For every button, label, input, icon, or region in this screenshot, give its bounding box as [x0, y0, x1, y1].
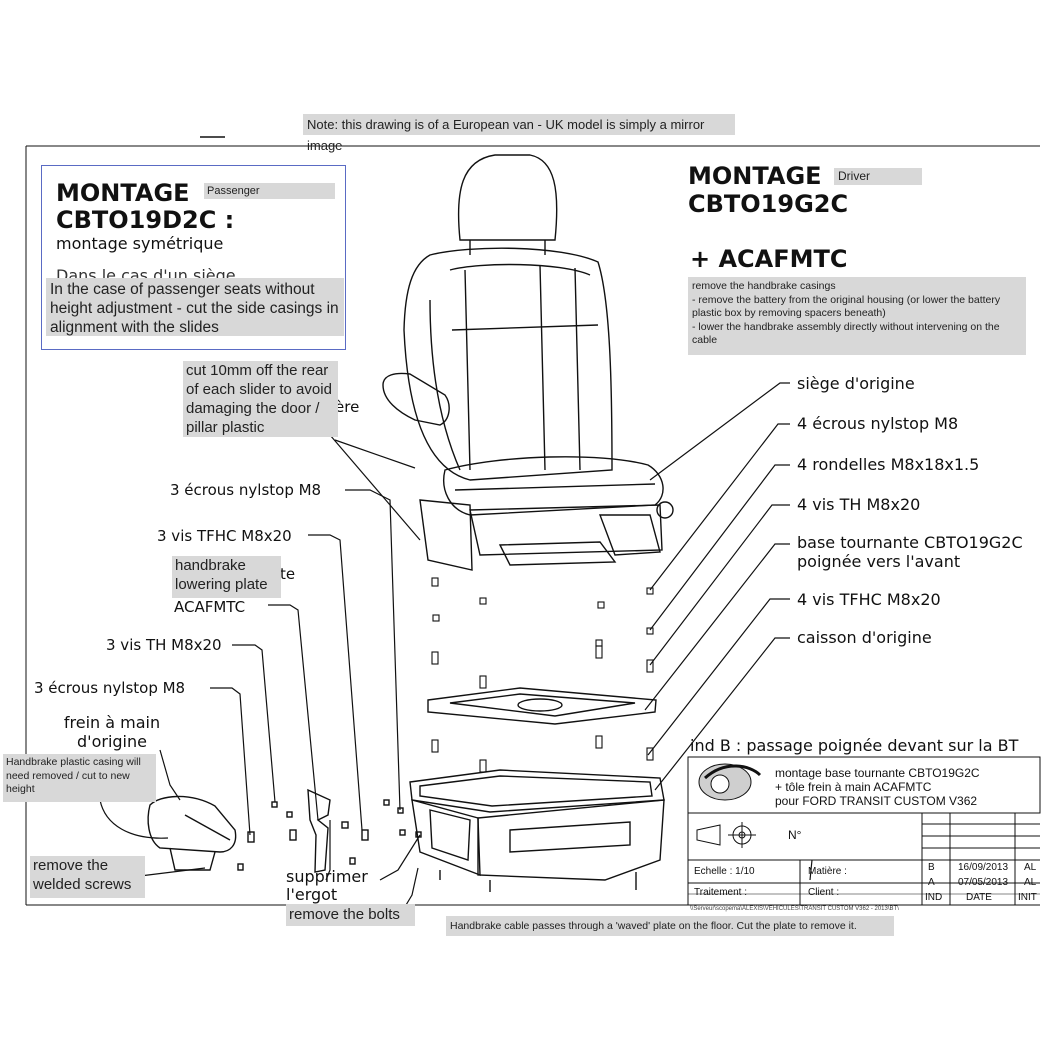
passenger-subtitle: montage symétrique	[56, 234, 224, 253]
bottom-note: Handbrake cable passes through a 'waved'…	[446, 916, 894, 936]
label-th: 3 vis TH M8x20	[106, 636, 222, 654]
cut-note-tail: ère	[335, 398, 360, 416]
label-caisson: caisson d'origine	[797, 628, 932, 647]
tb-date-b: 16/09/2013	[958, 862, 1009, 873]
label-nylstop-top: 3 écrous nylstop M8	[170, 481, 322, 499]
tb-rev-a: A	[928, 877, 935, 888]
passenger-title: MONTAGE	[56, 179, 190, 207]
driver-addon: + ACAFMTC	[690, 245, 848, 273]
scopema-logo	[698, 763, 762, 801]
label-supprimer: supprimer l'ergot	[286, 867, 368, 904]
tb-col-init: INIT	[1018, 892, 1037, 903]
label-siege-origine: siège d'origine	[797, 374, 915, 393]
label-poignee: poignée vers l'avant	[797, 552, 961, 571]
casing-note: Handbrake plastic casing will need remov…	[3, 754, 156, 802]
tb-init-a: AL	[1024, 877, 1037, 888]
tb-echelle: Echelle : 1/10	[694, 866, 755, 877]
driver-title: MONTAGE	[688, 162, 822, 190]
label-acafmtc: ACAFMTC	[174, 598, 246, 616]
label-vis-tfhc: 4 vis TFHC M8x20	[797, 590, 941, 609]
tb-desc-3: pour FORD TRANSIT CUSTOM V362	[775, 794, 978, 808]
cut-note: cut 10mm off the rear of each slider to …	[183, 361, 338, 437]
ind-b-label: ind B : passage poignée devant sur la BT	[690, 736, 1019, 755]
driver-note-line: - remove the battery from the original h…	[692, 293, 1001, 320]
handbrake-plate-note: handbrake lowering plate	[172, 556, 281, 598]
driver-note: remove the handbrake casings - remove th…	[688, 277, 1026, 355]
tb-path: \\Serveur\scopema\ALEXIS\VEHICULES\TRANS…	[690, 906, 899, 912]
tb-traitement: Traitement :	[694, 887, 747, 898]
tb-number-label: N°	[788, 828, 802, 842]
driver-overlay: Driver	[834, 168, 922, 185]
tb-desc-1: montage base tournante CBTO19G2C	[775, 766, 980, 780]
tb-col-date: DATE	[966, 892, 992, 903]
label-base-tournante: base tournante CBTO19G2C	[797, 533, 1023, 552]
tb-rev-b: B	[928, 862, 935, 873]
label-vis-th: 4 vis TH M8x20	[797, 495, 921, 514]
driver-note-line: - lower the handbrake assembly directly …	[692, 320, 1000, 347]
label-rondelles: 4 rondelles M8x18x1.5	[797, 455, 980, 474]
passenger-note: In the case of passenger seats without h…	[46, 278, 344, 336]
tb-init-b: AL	[1024, 862, 1037, 873]
tb-desc-2: + tôle frein à main ACAFMTC	[775, 780, 932, 794]
tb-col-ind: IND	[925, 892, 943, 903]
top-note: Note: this drawing is of a European van …	[303, 114, 735, 153]
driver-note-line: remove the handbrake casings	[692, 280, 836, 292]
passenger-box: MONTAGE Passenger CBTO19D2C : montage sy…	[41, 165, 346, 350]
label-frein: frein à main d'origine	[63, 713, 161, 751]
label-nylstop-bottom: 3 écrous nylstop M8	[34, 679, 186, 697]
label-tfhc: 3 vis TFHC M8x20	[157, 527, 292, 545]
label-ecrous-nylstop: 4 écrous nylstop M8	[797, 414, 959, 433]
remove-bolts-note: remove the bolts	[286, 904, 415, 926]
tb-matiere: Matière :	[808, 866, 847, 877]
passenger-ref: CBTO19D2C :	[56, 206, 235, 234]
tb-date-a: 07/05/2013	[958, 877, 1009, 888]
driver-ref: CBTO19G2C	[688, 190, 849, 218]
passenger-overlay: Passenger	[204, 183, 335, 199]
label-te-tail: te	[280, 565, 296, 583]
tb-client: Client :	[808, 887, 840, 898]
welded-screws-note: remove the welded screws	[30, 856, 145, 898]
